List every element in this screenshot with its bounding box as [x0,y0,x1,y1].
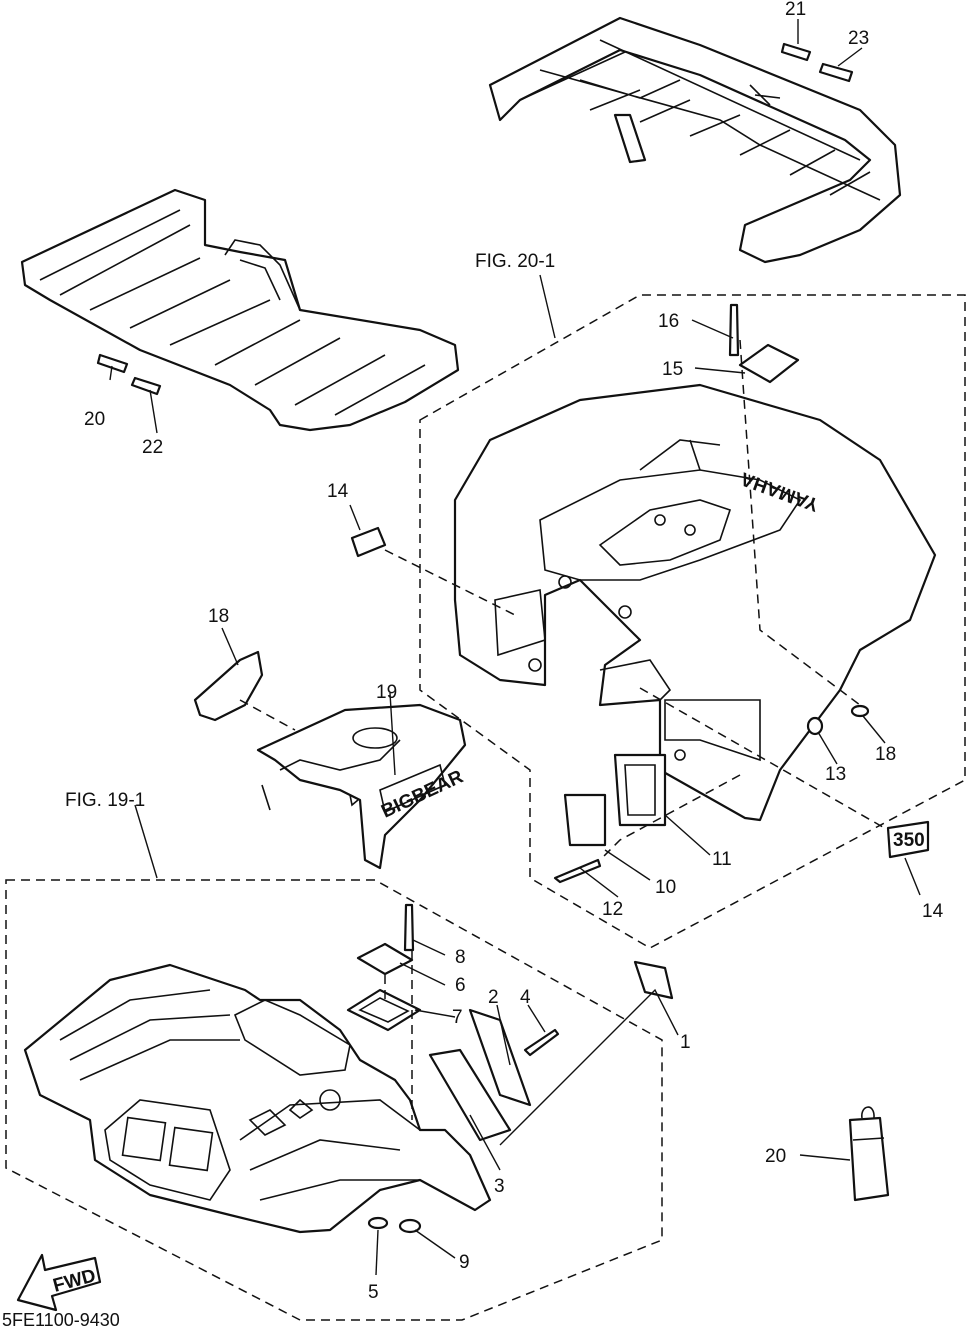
decal-23 [818,62,854,83]
rear-carrier-rack [488,16,902,264]
rivet-12 [553,858,602,884]
callout-18-center: 19 [376,682,397,703]
rivet-8 [403,903,415,952]
grommet-9 [398,1218,422,1234]
callout-8: 8 [455,947,466,968]
cover-2 [468,1008,532,1107]
catalog-code: 5FE1100-9430 [2,1310,120,1329]
front-fender [23,963,492,1234]
callout-22: 22 [142,437,163,458]
callout-16: 16 [658,311,679,332]
fig-20-1-label: FIG. 20-1 [475,251,555,272]
callout-6: 6 [455,975,466,996]
cover-10 [563,793,607,847]
grommet-13 [806,716,824,736]
callout-2: 2 [488,987,499,1008]
decal-14-upper [350,526,387,558]
fig-19-1-label: FIG. 19-1 [65,790,145,811]
callout-1: 1 [680,1032,691,1053]
rivet-16 [728,303,740,357]
callout-13: 13 [825,764,846,785]
fig-20-1-boundary [419,294,966,949]
callout-18-left: 18 [208,606,229,627]
tag-19 [848,1116,890,1202]
front-carrier-rack [20,188,460,432]
callout-14-upper: 14 [327,481,349,502]
decal-22 [130,376,162,396]
decal-21 [780,42,812,62]
leader-lines [109,19,921,1276]
callout-5: 5 [368,1282,379,1303]
callout-4: 4 [520,987,531,1008]
side-decal-18 [193,650,264,722]
callout-7: 7 [452,1007,463,1028]
cover-plate-6 [356,942,414,976]
callout-12: 12 [602,899,623,920]
gasket-7 [346,988,422,1032]
fig-19-1-boundary [5,879,663,1321]
decal-1 [633,960,674,1000]
gasket-3 [428,1048,512,1142]
callout-15: 15 [662,359,683,380]
callout-21: 21 [785,0,806,20]
rivet-4 [523,1028,560,1057]
cover-plate-15 [738,343,800,384]
grommet-17 [850,704,870,718]
rear-fender [453,383,937,822]
callout-23: 23 [848,28,869,49]
callout-20: 20 [84,409,105,430]
callout-19: 20 [765,1146,786,1167]
decal-20 [96,353,129,374]
callout-10: 10 [655,877,676,898]
side-cover [256,703,467,870]
forward-arrow-icon [16,1253,102,1312]
callout-17: 18 [875,744,896,765]
callout-11: 11 [712,849,732,870]
callout-14-lower: 14 [922,901,944,922]
callout-3: 3 [494,1176,505,1197]
badge-350 [886,820,930,859]
callout-9: 9 [459,1252,470,1273]
grommet-5 [367,1216,389,1230]
badge-350-text: 350 [893,830,925,851]
